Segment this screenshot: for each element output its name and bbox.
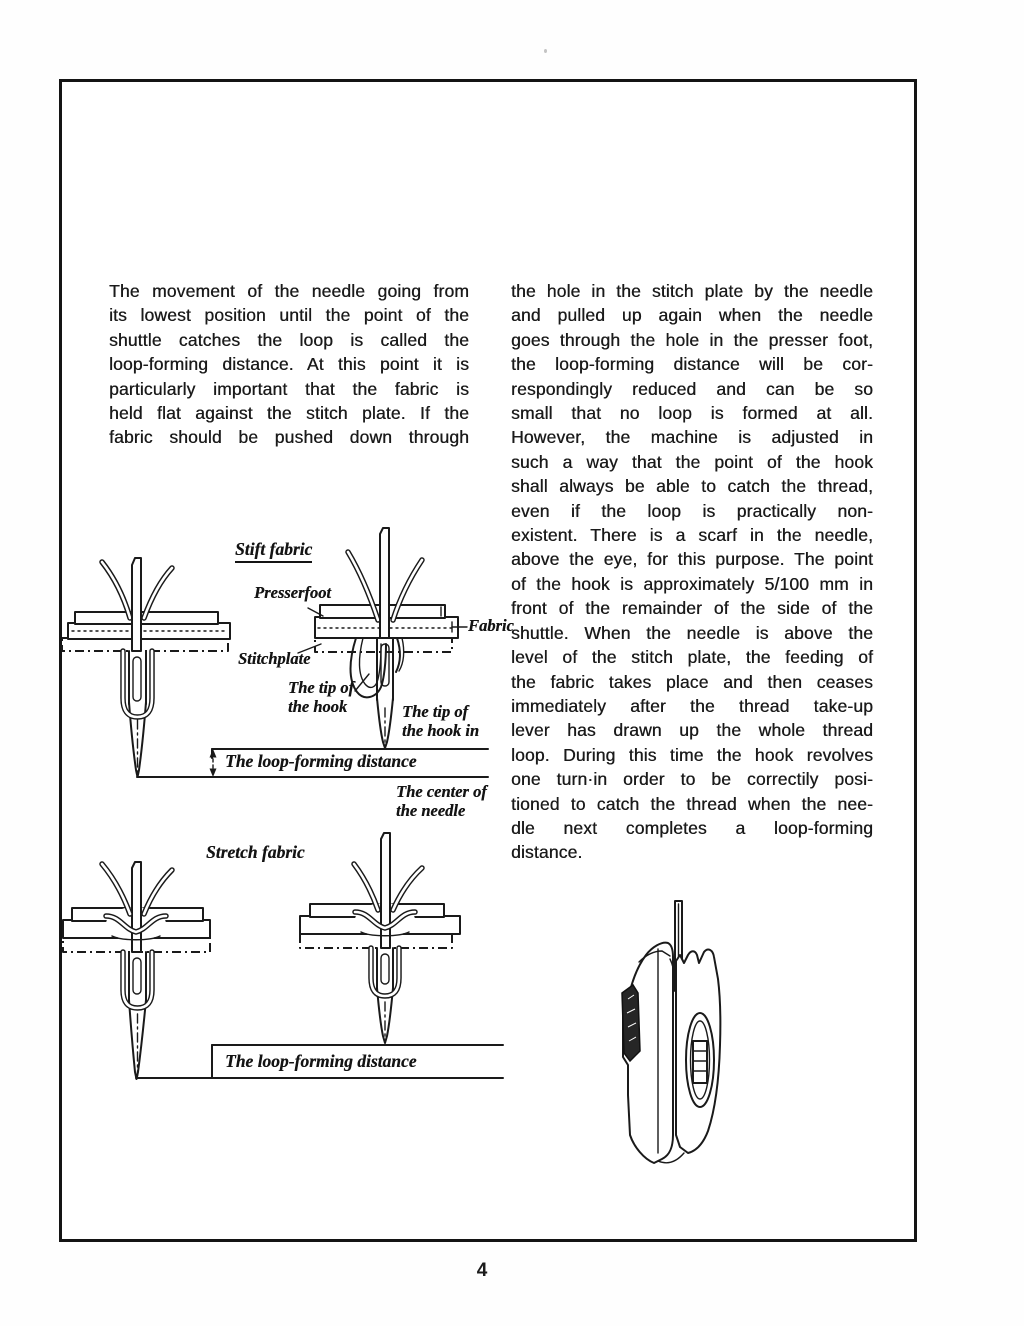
needle-figure-stiff-left (61, 557, 231, 778)
shuttle-body (621, 900, 722, 1164)
loop-forming-distance-label: The loop-forming distance (225, 751, 417, 771)
text-line: small that no loop is formed at all. (511, 403, 873, 424)
text-line: The tip of (402, 702, 468, 721)
text-line: the fabric takes place and then ceases (511, 671, 873, 692)
text-line: distance. (511, 842, 583, 863)
text-line: shall always be able to catch the thread… (511, 476, 873, 497)
left-column-text: The movement of the needle going from its… (109, 279, 469, 450)
text-line: the hole in the stitch plate by the need… (511, 281, 873, 301)
text-line: front of the remainder of the side of th… (511, 598, 873, 619)
loop-forming-distance-label-2: The loop-forming distance (225, 1051, 417, 1071)
text-line: The movement of the needle going from (109, 281, 469, 301)
needle-figure-stretch-left (62, 861, 211, 1080)
stretch-fabric-label: Stretch fabric (206, 842, 305, 862)
text-line: even if the loop is practically non- (511, 500, 873, 521)
text-line: one turn·in order to be correctily posi- (511, 769, 873, 790)
text-line: dle next completes a loop-forming (511, 817, 873, 838)
text-line: goes through the hole in the presser foo… (511, 329, 873, 350)
text-line: The center of (396, 782, 487, 801)
page-frame (59, 79, 917, 1242)
distance-lines (136, 748, 489, 778)
distance-lines-2 (135, 1044, 504, 1079)
text-line: shuttle catches the loop is called the (109, 329, 469, 350)
shuttle-hook-figure (621, 900, 722, 1164)
text-line: existent. There is a scarf in the needle… (511, 525, 873, 546)
text-line: held flat against the stitch plate. If t… (109, 403, 469, 424)
text-line: immediately after the thread take-up (511, 695, 873, 716)
needle-figure-stiff-right (314, 527, 459, 749)
text-line: The tip of (288, 678, 354, 697)
text-line: tioned to catch the thread when the nee- (511, 793, 873, 814)
text-line: the needle (396, 800, 466, 820)
page-number: 4 (476, 1260, 488, 1281)
text-line: loop-forming distance. At this point it … (109, 354, 469, 375)
text-line: the hook (288, 696, 348, 716)
text-line: the hook in (402, 720, 480, 740)
needle-figure-stretch-right (299, 832, 461, 1044)
stitchplate-label: Stitchplate (238, 649, 311, 668)
text-line: loop. During this time the hook revolves (511, 744, 873, 765)
text-line: such a way that the point of the hook (511, 451, 873, 472)
stretch-fabric-diagram (62, 832, 504, 1080)
text-line: of the hook is approximately 5/100 mm in (511, 573, 873, 594)
fabric-label: Fabric (468, 616, 514, 635)
text-line: its lowest position until the point of t… (109, 305, 469, 326)
text-line: particularly important that the fabric i… (109, 378, 469, 399)
scan-speck (544, 49, 547, 53)
text-line: level of the stitch plate, the feeding o… (511, 647, 873, 668)
stiff-fabric-label: Stift fabric (235, 540, 313, 563)
presserfoot-label: Presserfoot (254, 583, 331, 602)
text-line: the loop-forming distance will be cor- (511, 354, 873, 375)
text-line: fabric should be pushed down through (109, 427, 469, 448)
text-line: lever has drawn up the whole thread (511, 720, 873, 741)
text-line: and pulled up again when the needle (511, 305, 873, 326)
text-line: However, the machine is adjusted in (511, 427, 873, 448)
arrow-up-icon (209, 749, 217, 758)
arrow-down-icon (209, 768, 217, 777)
stiff-fabric-diagram (61, 527, 489, 778)
text-line: respondingly reduced and can be so (511, 378, 873, 399)
text-line: shuttle. When the needle is above the (511, 622, 873, 643)
right-column-text: the hole in the stitch plate by the need… (511, 279, 873, 865)
leader-lines (297, 607, 468, 692)
text-line: above the eye, for this purpose. The poi… (511, 549, 873, 570)
